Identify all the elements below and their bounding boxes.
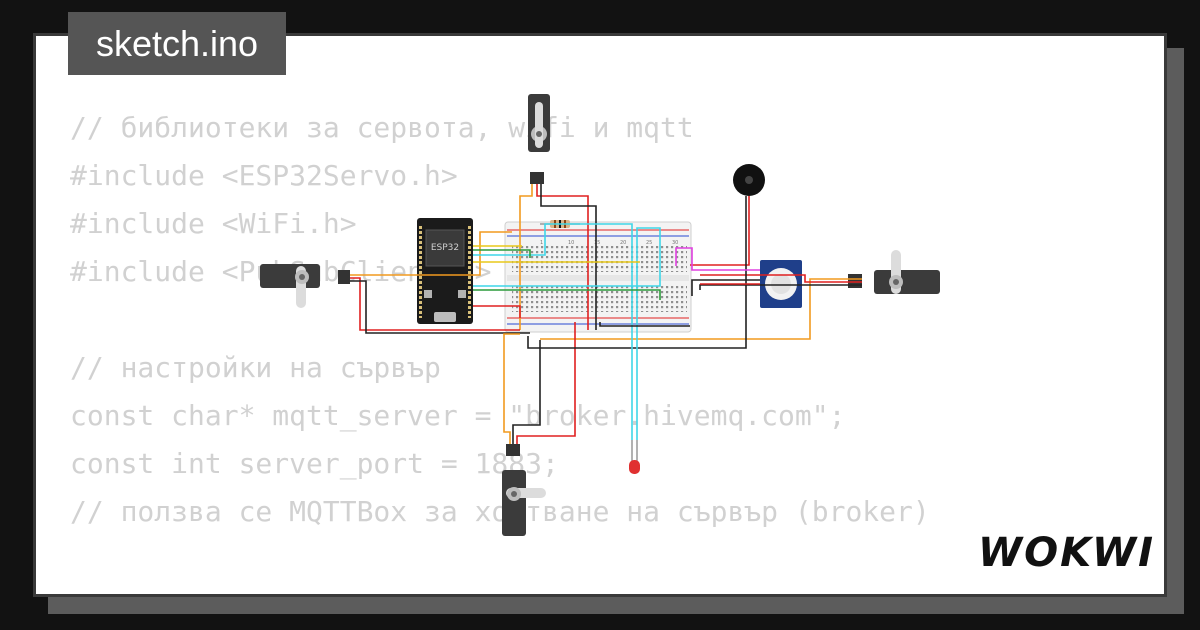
code-line: const int server_port = 1883; [70,447,559,480]
code-line: // wifi settings [70,584,930,594]
breadboard-number: 10 [568,240,574,246]
breadboard: 1 10 15 20 25 30 [504,221,692,333]
code-line: const char* mqtt_server = "broker.hivemq… [70,399,846,432]
servo-left [260,264,350,308]
breadboard-number: 25 [646,240,652,246]
wires [350,184,862,444]
code-line: // настройки на сървър [70,351,441,384]
buzzer [733,164,765,196]
servo-top [528,94,550,184]
code-line: #include <ESP32Servo.h> [70,159,458,192]
code-line: // библиотеки за сервота, wifi и mqtt [70,111,694,144]
esp32-board: ESP32 [417,218,473,324]
pir-sensor [760,260,802,308]
led-red [629,440,640,474]
servo-bottom [502,444,546,536]
breadboard-number: 20 [620,240,626,246]
esp32-label: ESP32 [431,243,459,253]
code-line: #include <WiFi.h> [70,207,357,240]
wokwi-logo: WOKWI [978,530,1156,576]
breadboard-number: 30 [672,240,678,246]
servo-right [848,250,940,294]
file-title-tab: sketch.ino [68,12,286,75]
code-line: // ползва се MQTTBox за хостване на сърв… [70,495,930,528]
breadboard-number: 1 [540,240,543,246]
breadboard-number: 15 [594,240,600,246]
